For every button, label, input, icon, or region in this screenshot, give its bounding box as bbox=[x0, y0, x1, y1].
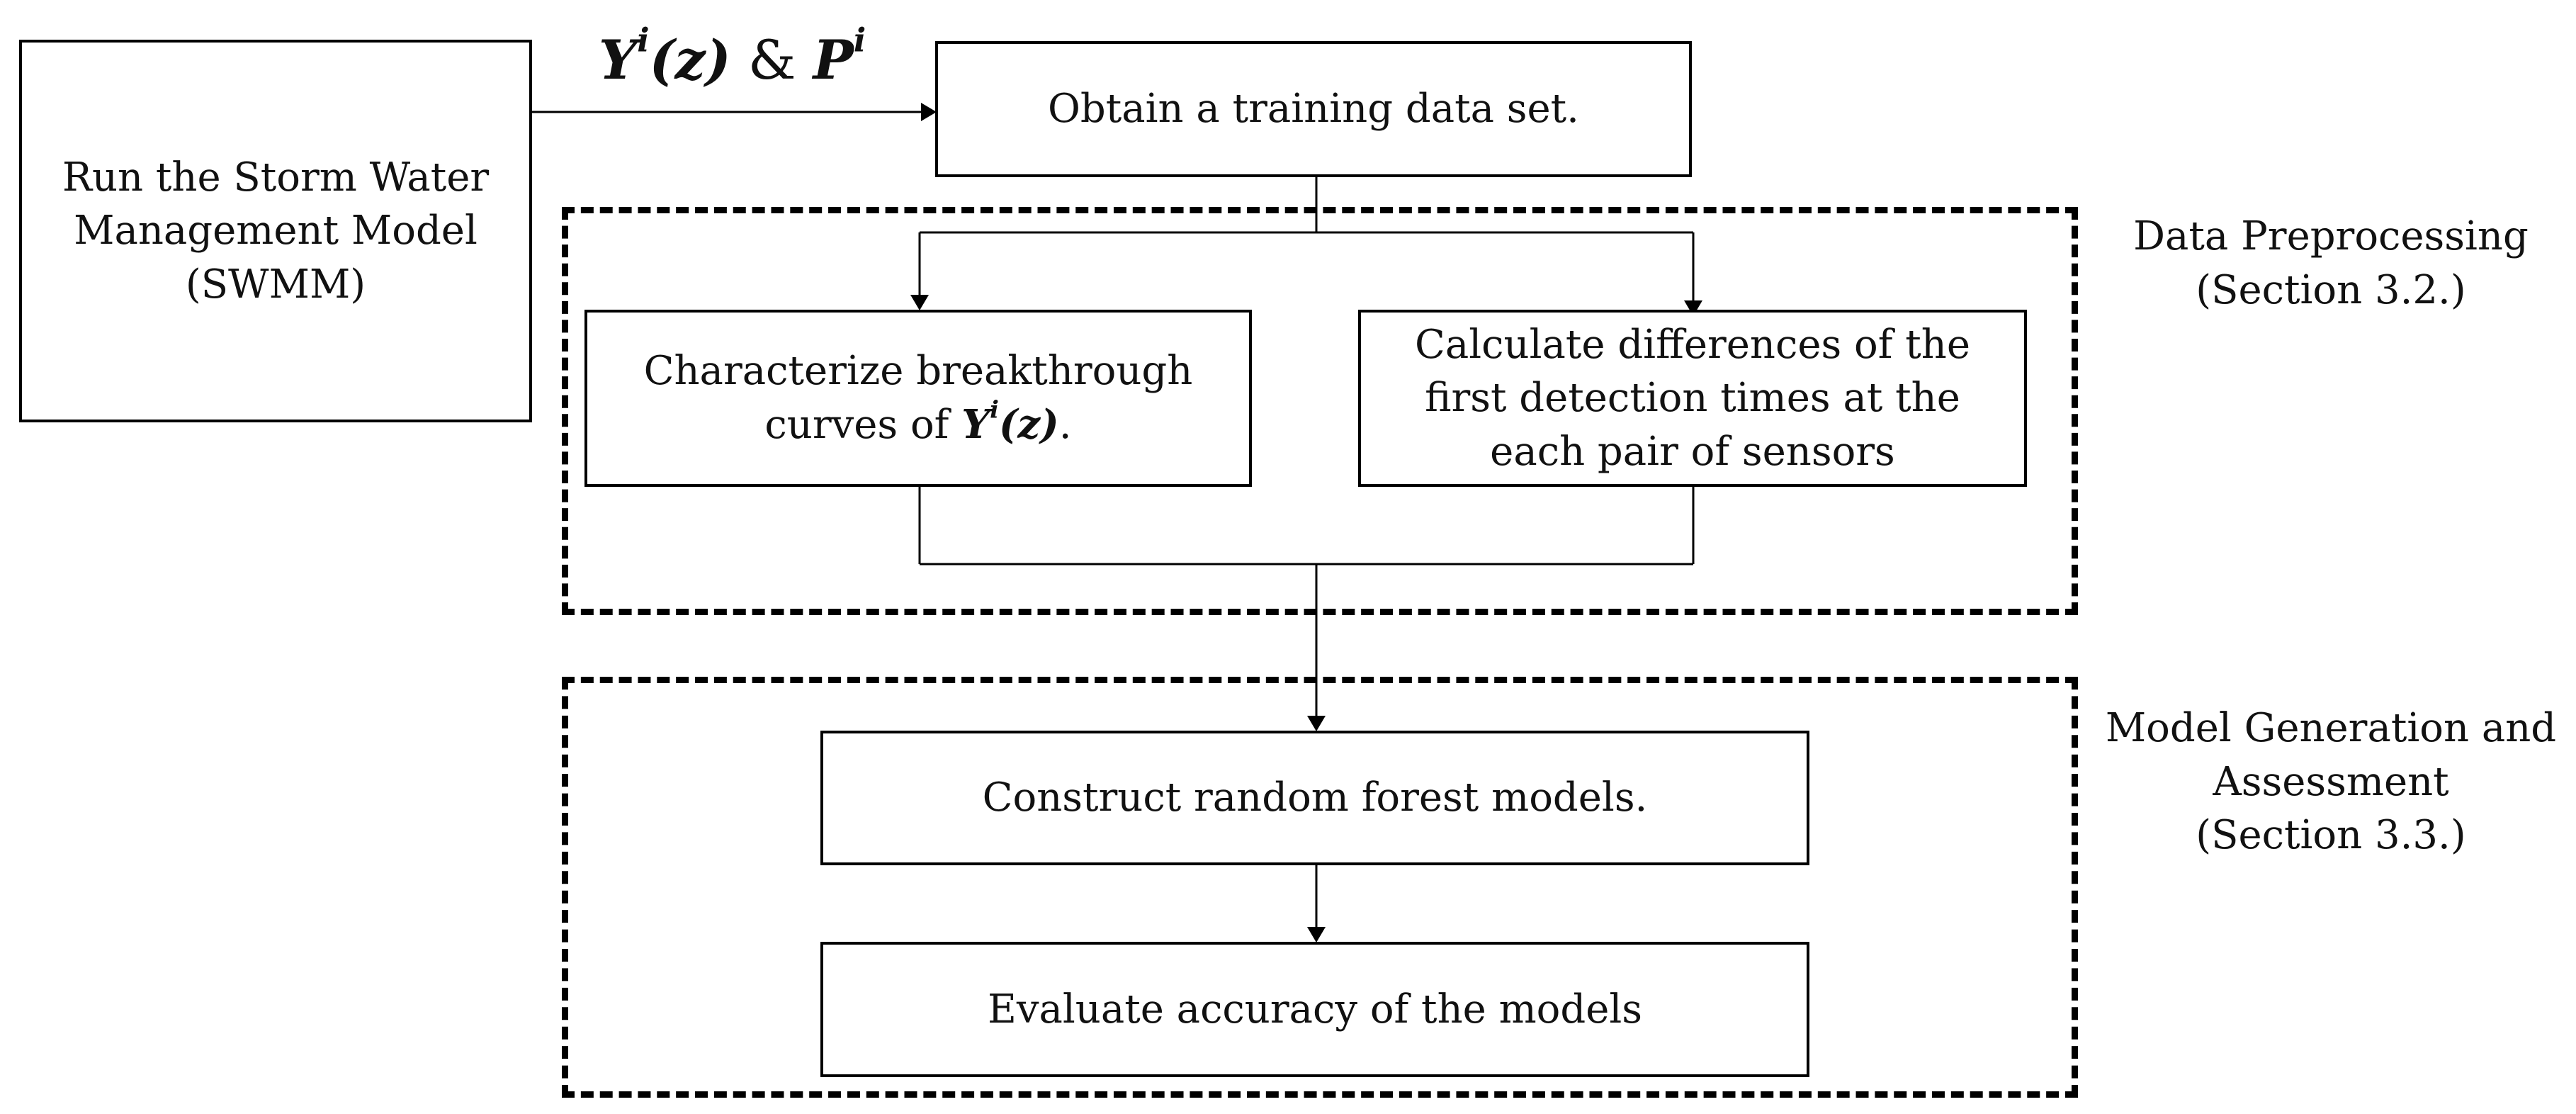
model-generation-subtitle: Assessment bbox=[2213, 758, 2449, 805]
y-argument: (z) bbox=[649, 28, 731, 91]
input-edge-label: Yi(z) & Pi bbox=[599, 23, 866, 91]
characterize-line-1: Characterize breakthrough bbox=[643, 348, 1193, 395]
swmm-box: Run the Storm Water Management Model (SW… bbox=[19, 40, 532, 422]
swmm-text: Run the Storm Water Management Model (SW… bbox=[48, 151, 503, 312]
model-generation-title: Model Generation and bbox=[2105, 705, 2557, 751]
model-generation-section: (Section 3.3.) bbox=[2196, 812, 2466, 859]
swmm-line-3: (SWMM) bbox=[185, 261, 366, 308]
characterize-y-superscript: i bbox=[990, 395, 999, 424]
calculate-line-2: first detection times at the bbox=[1425, 375, 1960, 422]
model-generation-group bbox=[562, 677, 2078, 1098]
y-superscript: i bbox=[637, 21, 650, 60]
characterize-line-2-prefix: curves of bbox=[764, 402, 962, 448]
construct-text: Construct random forest models. bbox=[982, 775, 1648, 821]
obtain-training-data-box: Obtain a training data set. bbox=[935, 41, 1692, 177]
construct-random-forest-box: Construct random forest models. bbox=[820, 731, 1809, 865]
swmm-line-2: Management Model bbox=[74, 208, 478, 254]
model-generation-label: Model Generation and Assessment (Section… bbox=[2090, 702, 2572, 862]
calculate-line-1: Calculate differences of the bbox=[1415, 321, 1970, 368]
data-preprocessing-title: Data Preprocessing bbox=[2133, 213, 2529, 259]
swmm-line-1: Run the Storm Water bbox=[62, 154, 490, 201]
characterize-text: Characterize breakthrough curves of Yi(z… bbox=[630, 344, 1207, 451]
characterize-y-argument: (z) bbox=[998, 401, 1059, 448]
data-preprocessing-label: Data Preprocessing (Section 3.2.) bbox=[2097, 210, 2565, 317]
calculate-differences-box: Calculate differences of the first detec… bbox=[1358, 310, 2027, 487]
y-symbol: Y bbox=[599, 28, 638, 91]
calculate-line-3: each pair of sensors bbox=[1490, 428, 1895, 475]
characterize-breakthrough-box: Characterize breakthrough curves of Yi(z… bbox=[584, 310, 1252, 487]
p-superscript: i bbox=[853, 21, 866, 60]
data-preprocessing-group bbox=[562, 207, 2078, 615]
characterize-line-2-suffix: . bbox=[1058, 402, 1072, 448]
evaluate-text: Evaluate accuracy of the models bbox=[987, 986, 1643, 1033]
p-symbol: P bbox=[813, 28, 854, 91]
obtain-text: Obtain a training data set. bbox=[1048, 86, 1579, 133]
characterize-y-symbol: Y bbox=[961, 401, 990, 448]
evaluate-accuracy-box: Evaluate accuracy of the models bbox=[820, 942, 1809, 1077]
ampersand: & bbox=[747, 28, 796, 91]
calculate-text: Calculate differences of the first detec… bbox=[1401, 318, 1984, 479]
data-preprocessing-section: (Section 3.2.) bbox=[2196, 266, 2466, 313]
characterize-line-2: curves of Yi(z). bbox=[644, 398, 1193, 452]
